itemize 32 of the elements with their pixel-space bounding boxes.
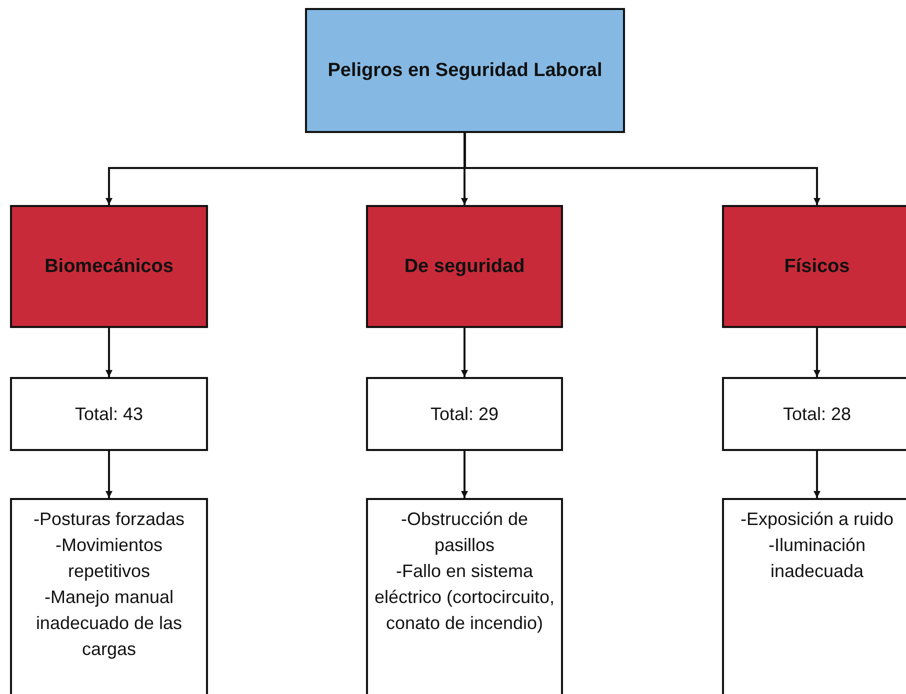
arrow	[461, 328, 468, 377]
list-item: -Posturas forzadas	[33, 508, 185, 531]
arrow	[461, 451, 468, 498]
list-item: -Obstrucción de pasillos	[400, 508, 530, 557]
node-label: Físicos	[784, 254, 850, 278]
list-item: -Exposición a ruido	[740, 508, 894, 531]
node-label: Peligros en Seguridad Laboral	[328, 58, 602, 82]
list-item: -Manejo manual inadecuado de las cargas	[34, 586, 184, 661]
category-box	[366, 205, 563, 328]
arrow	[814, 328, 820, 377]
node-label: De seguridad	[404, 254, 525, 278]
total-box	[722, 377, 906, 451]
arrow	[814, 451, 820, 498]
node-label: Total: 29	[430, 403, 499, 426]
arrow	[461, 133, 468, 205]
node-label: Biomecánicos	[44, 254, 174, 278]
category-box	[722, 205, 906, 328]
node-label: Total: 43	[74, 403, 144, 426]
list-item: -Movimientos repetitivos	[54, 534, 164, 583]
list-box	[722, 498, 906, 694]
list-box	[366, 498, 563, 694]
arrow	[106, 328, 112, 377]
arrow	[464, 133, 820, 205]
list-item: -Fallo en sistema eléctrico (cortocircuito, conato de incendio)	[373, 560, 556, 635]
arrow	[106, 451, 112, 498]
total-box	[366, 377, 563, 451]
list-item: -Iluminación inadecuada	[767, 534, 867, 583]
node-label: Total: 28	[782, 403, 852, 426]
category-box	[10, 205, 208, 328]
total-box	[10, 377, 208, 451]
list-box	[10, 498, 208, 694]
root-box	[305, 8, 625, 133]
